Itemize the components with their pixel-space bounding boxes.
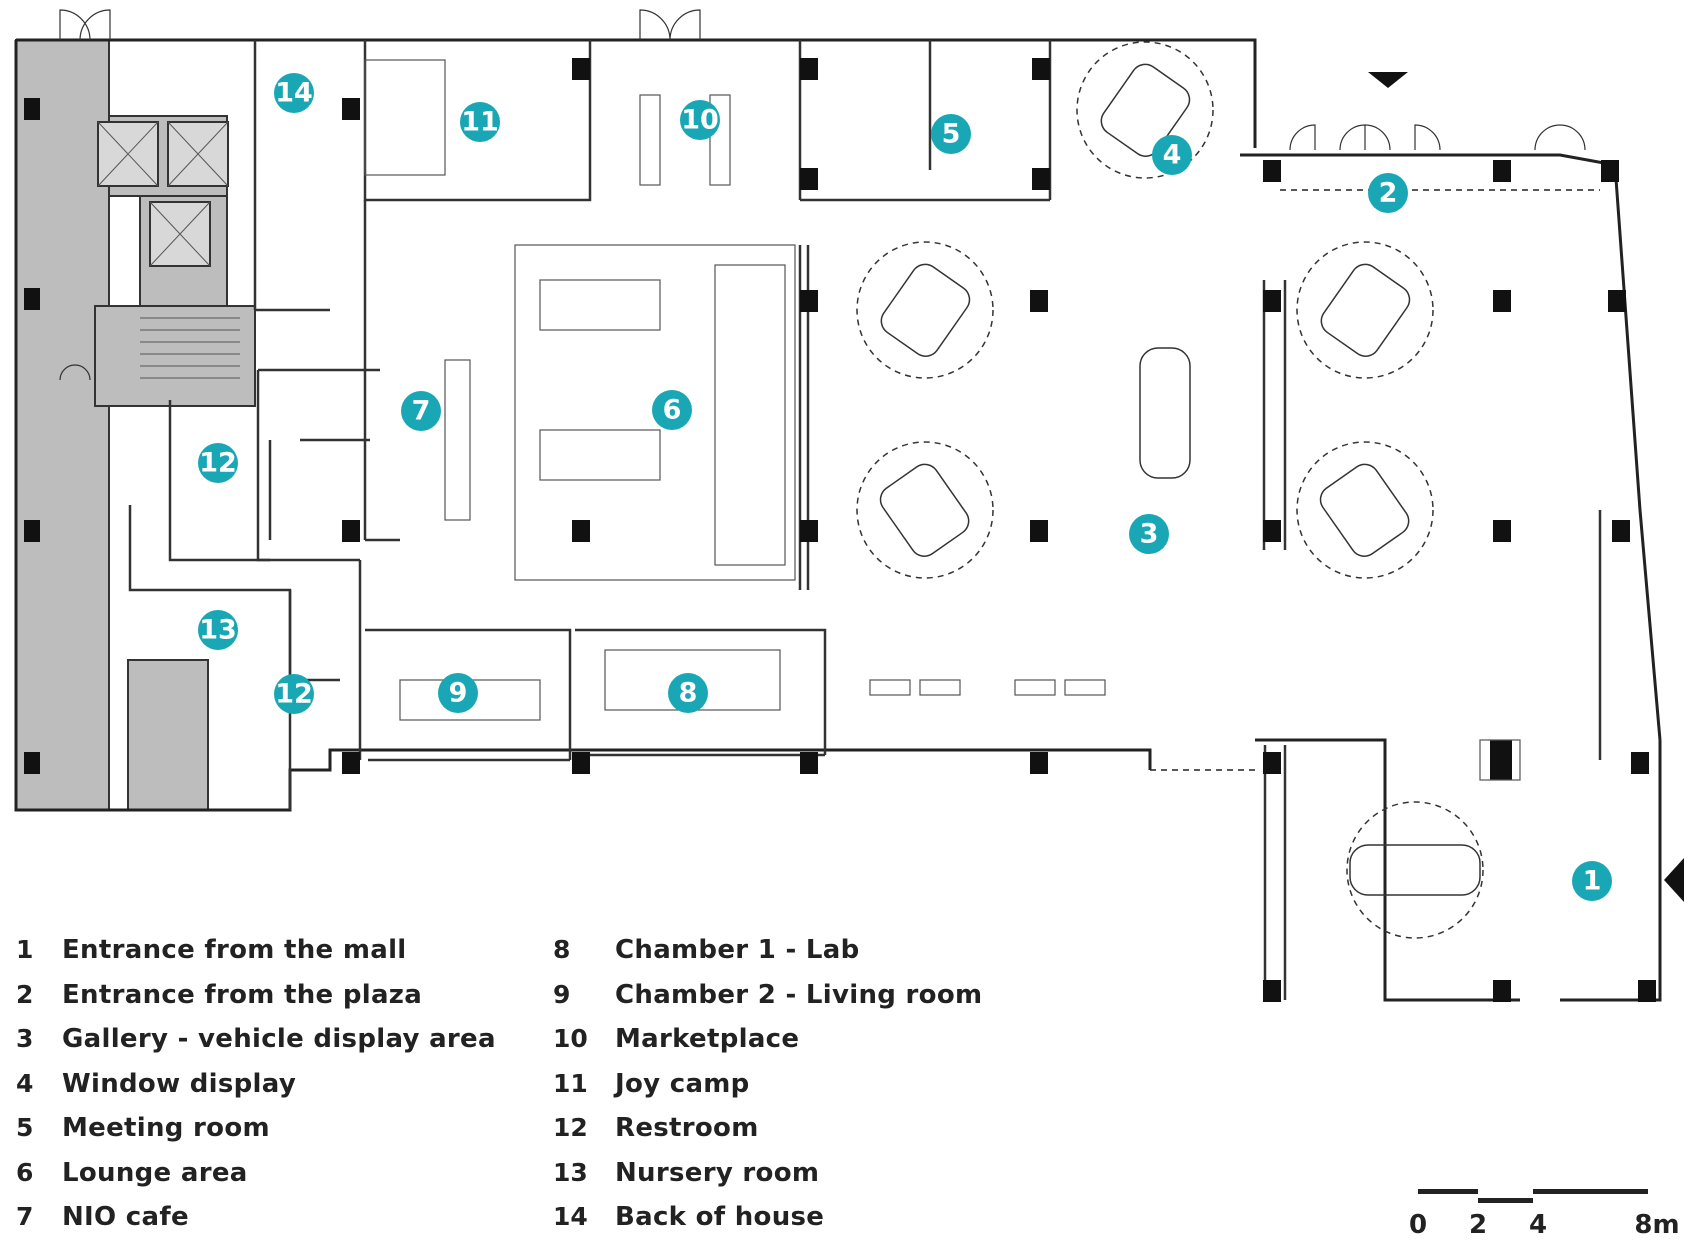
legend-item: 11 Joy camp bbox=[553, 1069, 982, 1114]
svg-text:12: 12 bbox=[199, 448, 237, 479]
svg-text:12: 12 bbox=[275, 679, 313, 710]
furniture bbox=[364, 59, 1521, 781]
legend-item: 2 Entrance from the plaza bbox=[16, 980, 496, 1025]
svg-text:3: 3 bbox=[1140, 519, 1159, 550]
marker-7: 7 bbox=[401, 391, 441, 431]
car-turntables bbox=[856, 41, 1484, 939]
legend-item: 6 Lounge area bbox=[16, 1158, 496, 1203]
legend-label: Meeting room bbox=[62, 1113, 270, 1143]
exterior-walls bbox=[14, 38, 1662, 1002]
legend-number: 5 bbox=[16, 1113, 34, 1142]
svg-text:5: 5 bbox=[942, 119, 961, 150]
scale-tick-8: 8m bbox=[1634, 1210, 1679, 1240]
svg-text:1: 1 bbox=[1583, 866, 1602, 897]
scale-tick-0: 0 bbox=[1409, 1210, 1427, 1240]
scale-tick-2: 2 bbox=[1469, 1210, 1487, 1240]
svg-text:2: 2 bbox=[1379, 178, 1398, 209]
legend-label: Joy camp bbox=[615, 1068, 750, 1099]
interior-walls bbox=[128, 40, 1602, 1000]
svg-text:8: 8 bbox=[679, 678, 698, 709]
legend-number: 13 bbox=[553, 1157, 588, 1187]
legend-item: 14 Back of house bbox=[553, 1202, 982, 1247]
plaza-entrance-arrow bbox=[1368, 72, 1408, 88]
legend-label: Nursery room bbox=[615, 1157, 820, 1188]
legend-label: Marketplace bbox=[615, 1024, 800, 1054]
svg-text:9: 9 bbox=[449, 678, 468, 709]
marker-14: 14 bbox=[274, 73, 314, 113]
svg-text:4: 4 bbox=[1163, 140, 1182, 171]
legend-number: 10 bbox=[553, 1024, 588, 1053]
legend-item: 5 Meeting room bbox=[16, 1113, 496, 1158]
marker-1: 1 bbox=[1572, 861, 1612, 901]
legend-number: 12 bbox=[553, 1113, 588, 1142]
legend-label: Lounge area bbox=[62, 1157, 248, 1188]
legend-label: NIO cafe bbox=[62, 1202, 189, 1232]
legend-number: 6 bbox=[16, 1157, 34, 1187]
mall-entrance-arrow bbox=[1664, 858, 1684, 902]
legend-item: 1 Entrance from the mall bbox=[16, 935, 496, 980]
legend-label: Entrance from the mall bbox=[62, 935, 407, 965]
svg-text:6: 6 bbox=[663, 395, 682, 426]
legend-label: Restroom bbox=[615, 1113, 759, 1143]
marker-5: 5 bbox=[931, 114, 971, 154]
legend-item: 8 Chamber 1 - Lab bbox=[553, 935, 982, 980]
legend-label: Entrance from the plaza bbox=[62, 979, 423, 1010]
legend-number: 4 bbox=[16, 1068, 34, 1098]
marker-4: 4 bbox=[1152, 135, 1192, 175]
doors bbox=[59, 9, 1586, 381]
legend-label: Chamber 2 - Living room bbox=[615, 979, 983, 1010]
legend-label: Back of house bbox=[615, 1202, 825, 1232]
svg-text:7: 7 bbox=[412, 396, 431, 427]
scale-tick-4: 4 bbox=[1529, 1210, 1547, 1240]
marker-12b: 12 bbox=[274, 674, 314, 714]
legend-number: 7 bbox=[16, 1202, 34, 1231]
entrance-arrows bbox=[1368, 72, 1684, 902]
legend-number: 2 bbox=[16, 979, 34, 1009]
legend-number: 1 bbox=[16, 935, 34, 964]
svg-text:11: 11 bbox=[461, 107, 499, 138]
columns bbox=[24, 58, 1656, 1002]
legend-item: 10 Marketplace bbox=[553, 1024, 982, 1069]
legend-item: 7 NIO cafe bbox=[16, 1202, 496, 1247]
marker-3: 3 bbox=[1129, 514, 1169, 554]
legend-number: 8 bbox=[553, 935, 571, 964]
marker-9: 9 bbox=[438, 673, 478, 713]
legend-number: 3 bbox=[16, 1024, 34, 1053]
legend-item: 9 Chamber 2 - Living room bbox=[553, 980, 982, 1025]
legend-item: 12 Restroom bbox=[553, 1113, 982, 1158]
legend-item: 13 Nursery room bbox=[553, 1158, 982, 1203]
legend-item: 4 Window display bbox=[16, 1069, 496, 1114]
marker-2: 2 bbox=[1368, 173, 1408, 213]
scale-bar: 0 2 4 8m bbox=[1409, 1189, 1680, 1240]
legend-right: 8 Chamber 1 - Lab 9 Chamber 2 - Living roo… bbox=[553, 935, 982, 1247]
legend-label: Chamber 1 - Lab bbox=[615, 935, 860, 965]
svg-text:13: 13 bbox=[199, 615, 237, 646]
legend-number: 9 bbox=[553, 979, 571, 1009]
marker-6: 6 bbox=[652, 390, 692, 430]
legend-item: 3 Gallery - vehicle display area bbox=[16, 1024, 496, 1069]
svg-text:10: 10 bbox=[681, 105, 719, 136]
marker-13: 13 bbox=[198, 610, 238, 650]
legend-left: 1 Entrance from the mall 2 Entrance from t… bbox=[16, 935, 496, 1247]
legend-number: 14 bbox=[553, 1202, 588, 1231]
legend-number: 11 bbox=[553, 1068, 588, 1098]
elevators bbox=[97, 121, 240, 379]
marker-11: 11 bbox=[460, 102, 500, 142]
legend-label: Window display bbox=[62, 1068, 297, 1099]
svg-text:14: 14 bbox=[275, 78, 313, 109]
marker-8: 8 bbox=[668, 673, 708, 713]
legend-label: Gallery - vehicle display area bbox=[62, 1024, 496, 1054]
marker-12a: 12 bbox=[198, 443, 238, 483]
marker-10: 10 bbox=[680, 100, 720, 140]
